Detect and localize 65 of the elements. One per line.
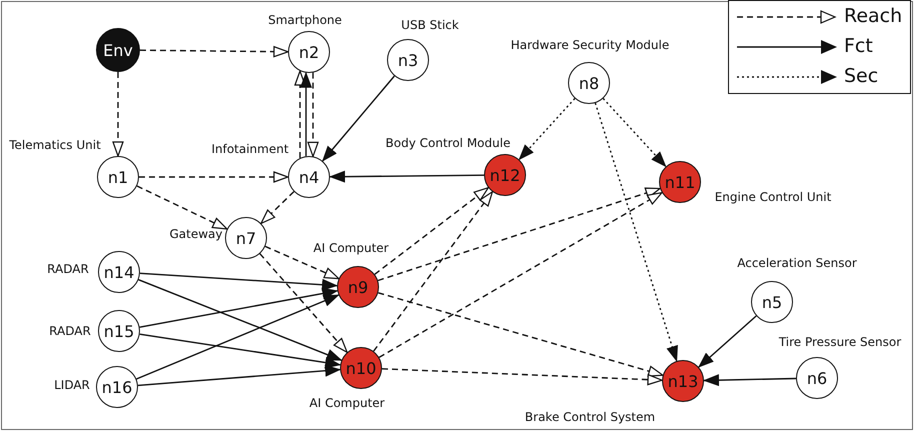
node-label: Hardware Security Module — [510, 38, 670, 52]
node-label: Infotainment — [211, 142, 289, 156]
arrow — [594, 102, 678, 362]
node-circle: n9 — [337, 266, 379, 308]
node-circle: n1 — [97, 156, 139, 198]
arrow — [602, 98, 666, 168]
arrow — [703, 374, 796, 386]
arrow — [329, 170, 484, 183]
arrow — [140, 334, 342, 368]
arrow — [518, 98, 576, 160]
node-label: AI Computer — [313, 241, 389, 255]
arrow — [138, 364, 342, 386]
arrow — [140, 272, 338, 291]
node-circle: n14 — [98, 251, 140, 293]
arrow — [378, 292, 664, 377]
arrow — [138, 279, 342, 361]
arrow — [374, 187, 489, 275]
node-circle: n15 — [98, 310, 140, 352]
arrow — [382, 368, 663, 386]
node-circle: n11 — [659, 161, 701, 203]
arrow — [140, 46, 289, 58]
arrow — [294, 70, 306, 158]
node-circle: Env — [96, 28, 140, 72]
node-label: Brake Control System — [524, 410, 656, 424]
node-label: RADAR — [49, 324, 91, 338]
arrow — [322, 76, 395, 162]
arrow — [264, 246, 340, 280]
arrow — [136, 294, 340, 380]
node-circle: n2 — [288, 31, 330, 73]
legend-label: Sec — [844, 65, 878, 87]
node-circle: n13 — [662, 360, 704, 402]
node-circle: n4 — [288, 156, 330, 198]
arrow — [260, 191, 294, 224]
node-label: Tire Pressure Sensor — [778, 335, 902, 349]
node-label: LIDAR — [54, 378, 90, 392]
node-label: Engine Control Unit — [714, 190, 832, 204]
node-circle: n3 — [387, 39, 429, 81]
arrow — [378, 192, 662, 358]
node-label: RADAR — [47, 262, 89, 276]
arrow — [698, 315, 757, 368]
arrow — [112, 72, 124, 157]
arrow — [259, 253, 348, 353]
arrow — [139, 171, 289, 183]
node-label: Acceleration Sensor — [737, 256, 857, 270]
legend-label: Reach — [844, 5, 902, 27]
node-circle: n12 — [484, 154, 526, 196]
node-label: USB Stick — [401, 18, 459, 32]
node-label: Smartphone — [268, 13, 342, 27]
arrow — [140, 288, 338, 328]
node-label: Body Control Module — [386, 136, 510, 150]
legend-label: Fct — [844, 35, 873, 57]
node-circle: n6 — [796, 357, 838, 399]
arrow — [300, 72, 312, 156]
node-circle: n5 — [751, 281, 793, 323]
node-circle: n16 — [96, 366, 138, 408]
node-circle: n8 — [568, 62, 610, 104]
node-label: Telematics Unit — [9, 138, 101, 152]
arrow — [378, 188, 661, 282]
arrow — [136, 185, 228, 230]
node-circle: n7 — [225, 217, 267, 259]
arrow — [307, 72, 319, 157]
node-circle: n10 — [340, 347, 382, 389]
node-label: AI Computer — [309, 396, 385, 410]
arrow — [373, 191, 493, 352]
node-label: Gateway — [170, 227, 222, 241]
